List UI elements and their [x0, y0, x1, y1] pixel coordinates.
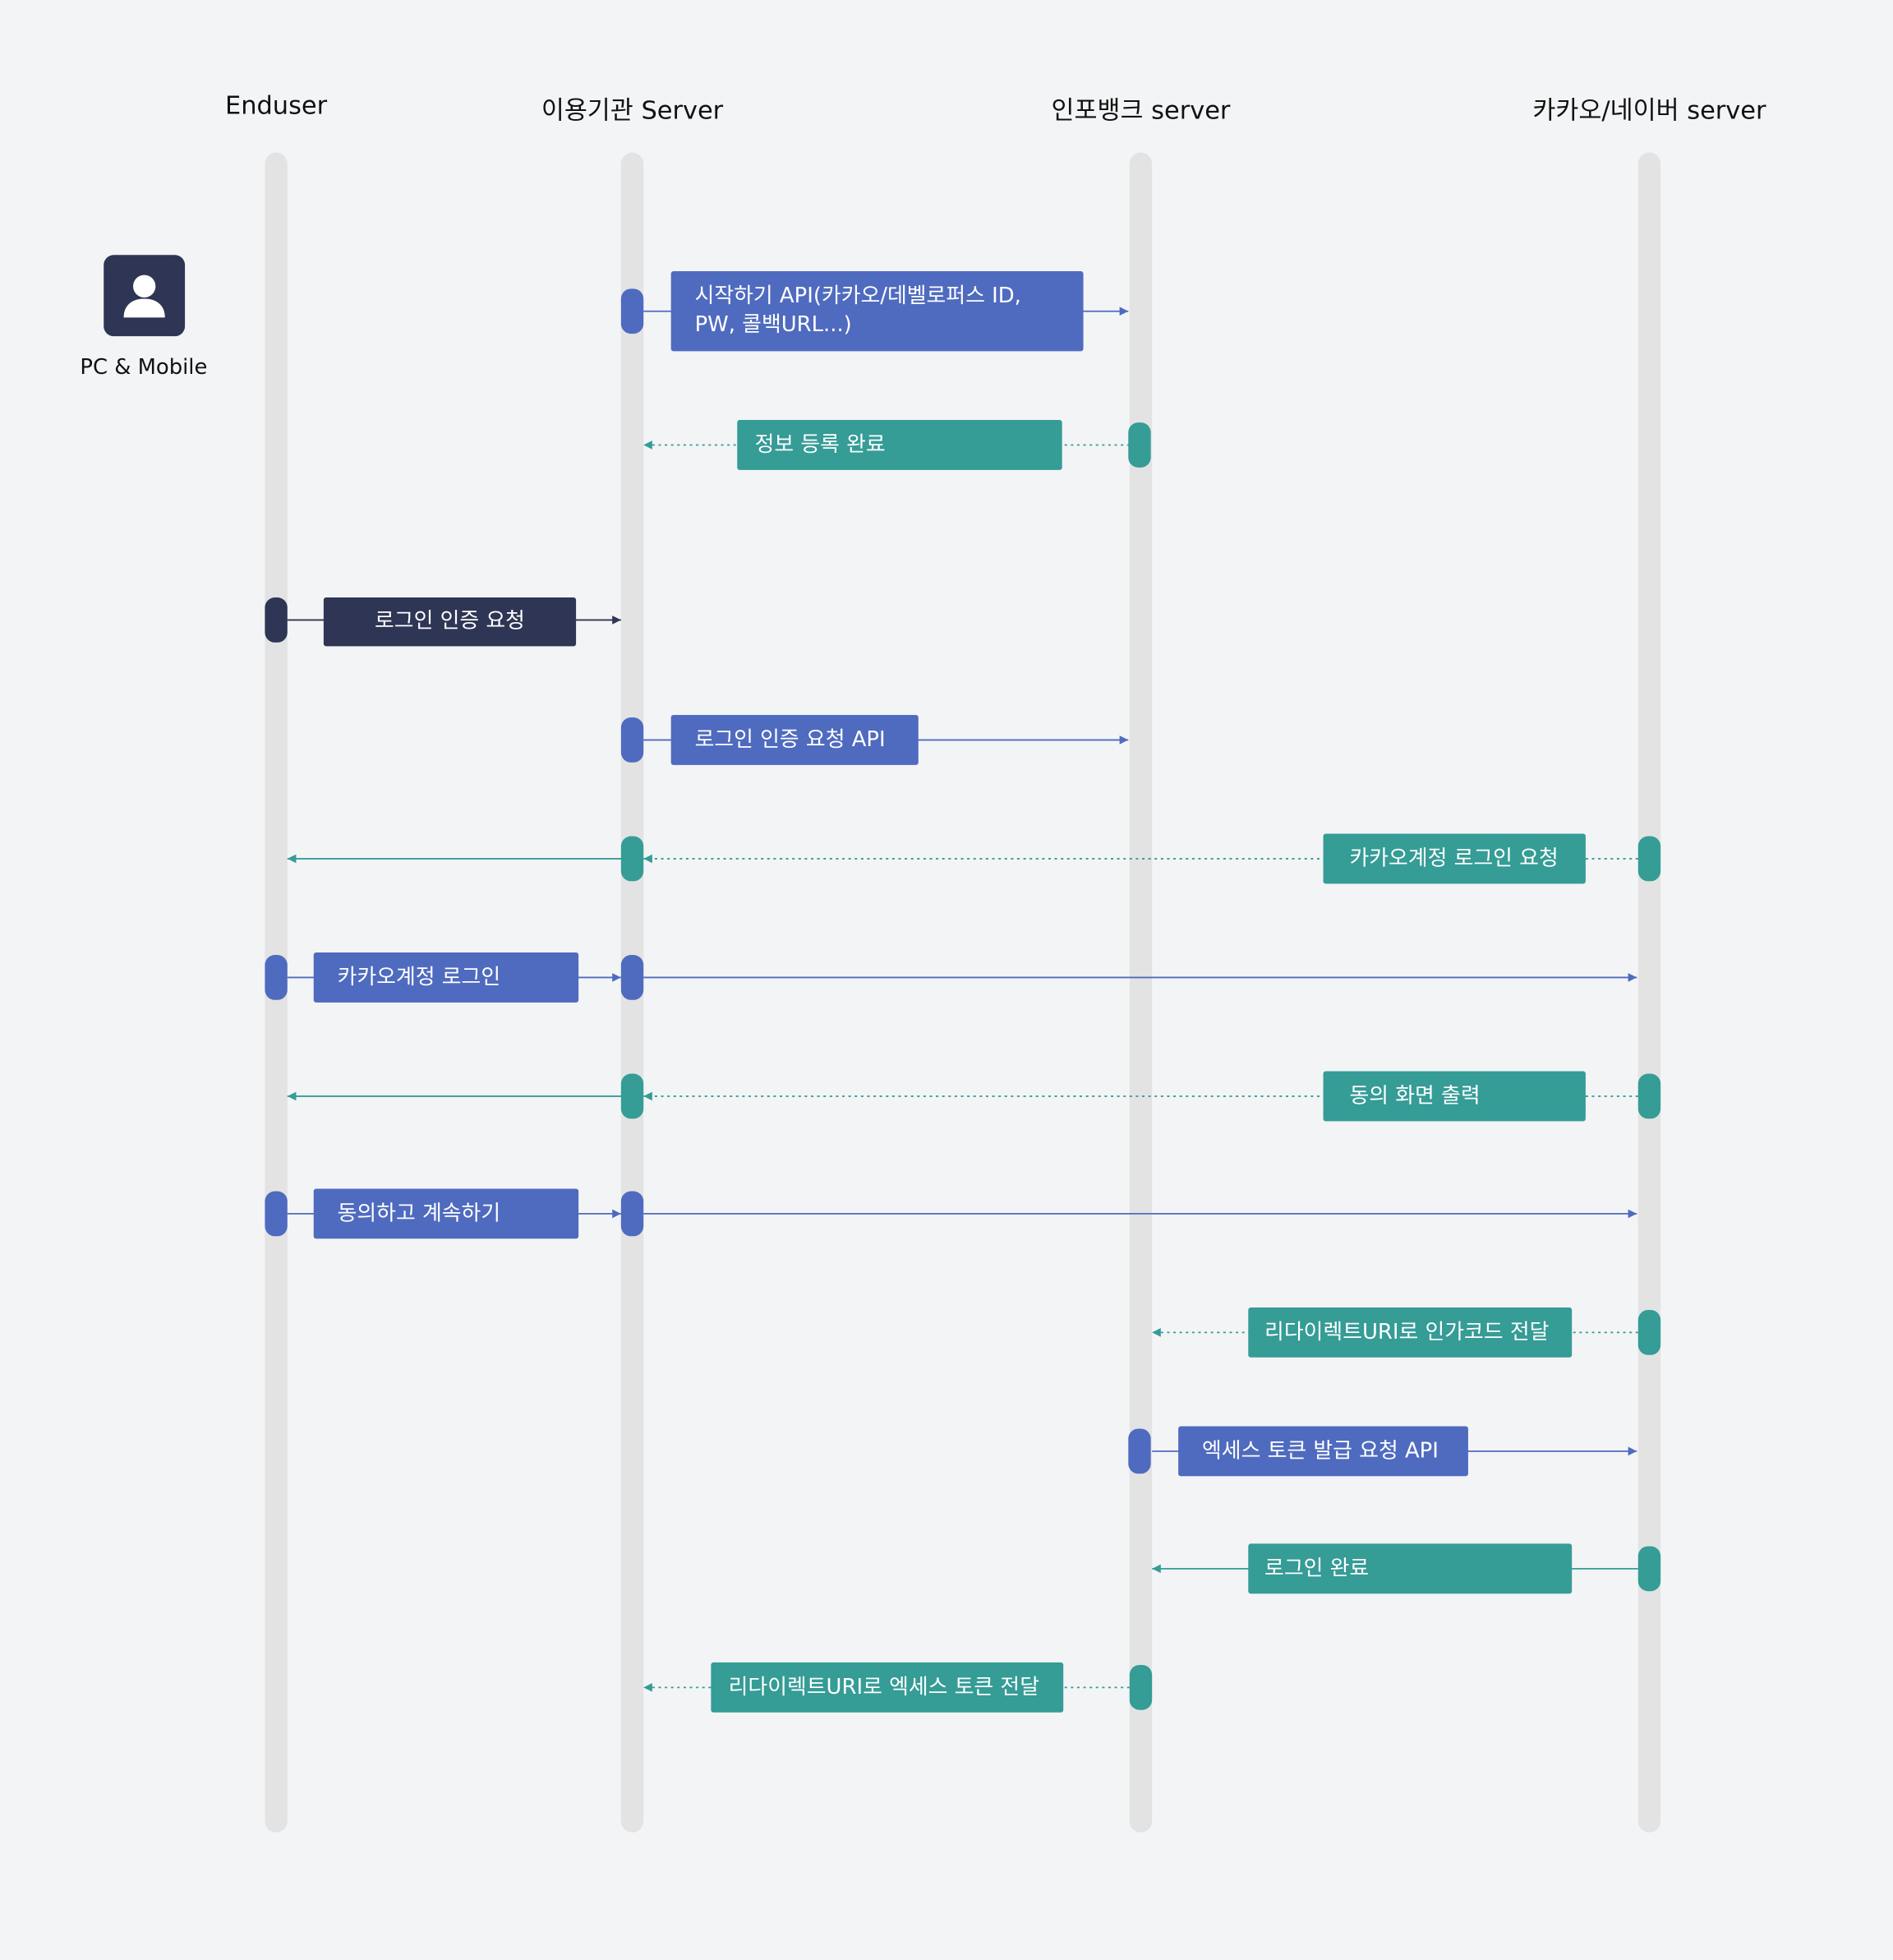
- activation-enduser-login-request: [265, 597, 288, 643]
- activation-infobank-token-request: [1128, 1428, 1151, 1474]
- message-access-token-redirect: 리다이렉트URI로 엑세스 토큰 전달: [711, 1662, 1064, 1713]
- lane-title-institution-server: 이용기관 Server: [541, 95, 724, 126]
- message-start-api: 시작하기 API(카카오/데벨로퍼스 ID, PW, 콜백URL...): [670, 271, 1084, 352]
- message-agree-continue: 동의하고 계속하기: [313, 1188, 579, 1239]
- activation-kakao-auth-code: [1637, 1310, 1661, 1355]
- activation-kakao-consent-screen: [1637, 1073, 1661, 1119]
- activation-institution-agree: [620, 1191, 644, 1237]
- message-registration-done: 정보 등록 완료: [737, 420, 1062, 470]
- activation-enduser-kakao-login: [265, 955, 288, 1000]
- message-consent-screen: 동의 화면 출력: [1323, 1071, 1586, 1122]
- message-auth-code-redirect: 리다이렉트URI로 인가코드 전달: [1248, 1307, 1573, 1358]
- activation-institution-consent-screen: [620, 1073, 644, 1119]
- message-access-token-request-api: 엑세스 토큰 발급 요청 API: [1178, 1426, 1468, 1477]
- lane-title-enduser: Enduser: [225, 90, 328, 121]
- lane-title-kakao-naver-server: 카카오/네이버 server: [1532, 95, 1766, 126]
- message-login-complete: 로그인 완료: [1248, 1543, 1573, 1594]
- message-kakao-login: 카카오계정 로그인: [313, 952, 579, 1003]
- message-kakao-login-request: 카카오계정 로그인 요청: [1323, 833, 1586, 884]
- message-login-auth-request-api: 로그인 인증 요청 API: [670, 715, 919, 765]
- activation-enduser-agree: [265, 1191, 288, 1237]
- activation-institution-login-api: [620, 717, 644, 763]
- actor-label: PC & Mobile: [80, 354, 208, 380]
- activation-institution-start-api: [620, 288, 644, 334]
- activation-infobank-registration: [1128, 422, 1151, 468]
- message-login-auth-request: 로그인 인증 요청: [323, 597, 577, 647]
- user-icon: [104, 255, 186, 337]
- activation-institution-kakao-login: [620, 955, 644, 1000]
- activation-kakao-login-request: [1637, 836, 1661, 882]
- activation-infobank-token-redirect: [1129, 1664, 1153, 1710]
- activation-institution-kakao-login-request: [620, 836, 644, 882]
- lane-title-infobank-server: 인포뱅크 server: [1051, 95, 1231, 126]
- activation-kakao-login-complete: [1637, 1546, 1661, 1592]
